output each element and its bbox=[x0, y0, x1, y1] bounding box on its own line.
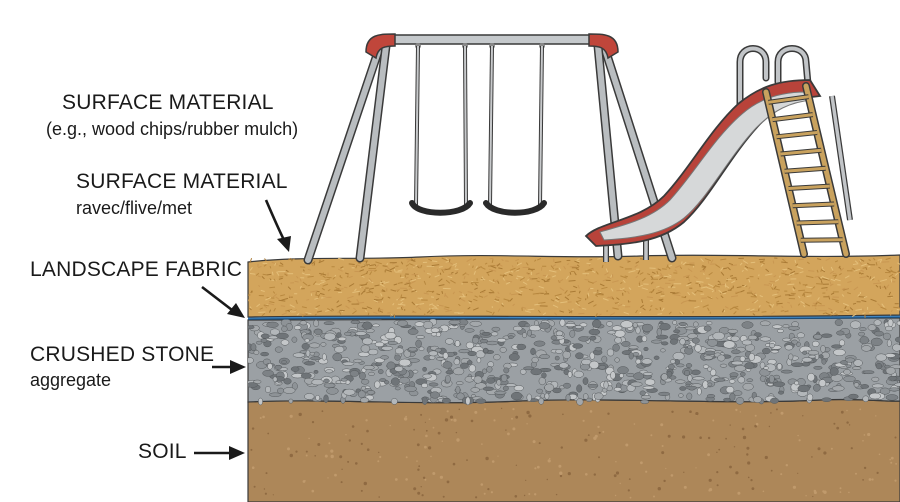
surface-mulch-layer bbox=[247, 254, 900, 318]
soil-layer bbox=[247, 398, 900, 502]
swing-seat-left bbox=[409, 43, 473, 216]
surface-material-title: SURFACE MATERIAL bbox=[62, 91, 274, 114]
soil-label: SOIL bbox=[138, 440, 187, 463]
arrow-soil bbox=[194, 446, 245, 460]
arrow-surface-material bbox=[264, 199, 291, 252]
left-frame-joint bbox=[365, 33, 396, 60]
swing-top-bar bbox=[379, 34, 607, 45]
surface-material-secondary-title: SURFACE MATERIAL bbox=[76, 170, 288, 193]
mulch-texture bbox=[248, 257, 900, 318]
swing-seat-right bbox=[483, 43, 547, 216]
crushed-stone-label: CRUSHED STONE bbox=[30, 343, 215, 366]
right-frame-joint bbox=[588, 33, 619, 60]
crushed-stone-layer bbox=[247, 317, 900, 406]
soil-texture bbox=[250, 407, 897, 499]
landscape-fabric-label: LANDSCAPE FABRIC bbox=[30, 258, 243, 281]
gravel-texture bbox=[248, 318, 900, 406]
crushed-stone-subtitle: aggregate bbox=[30, 370, 112, 390]
label-arrows bbox=[194, 199, 291, 460]
slide bbox=[584, 45, 853, 262]
surface-material-subtitle: (e.g., wood chips/rubber mulch) bbox=[46, 119, 299, 139]
surface-material-secondary-subtitle: ravec/flive/met bbox=[76, 198, 193, 218]
arrow-landscape-fabric bbox=[201, 285, 245, 318]
slide-ladder bbox=[762, 82, 850, 258]
arrow-crushed-stone bbox=[212, 360, 246, 374]
